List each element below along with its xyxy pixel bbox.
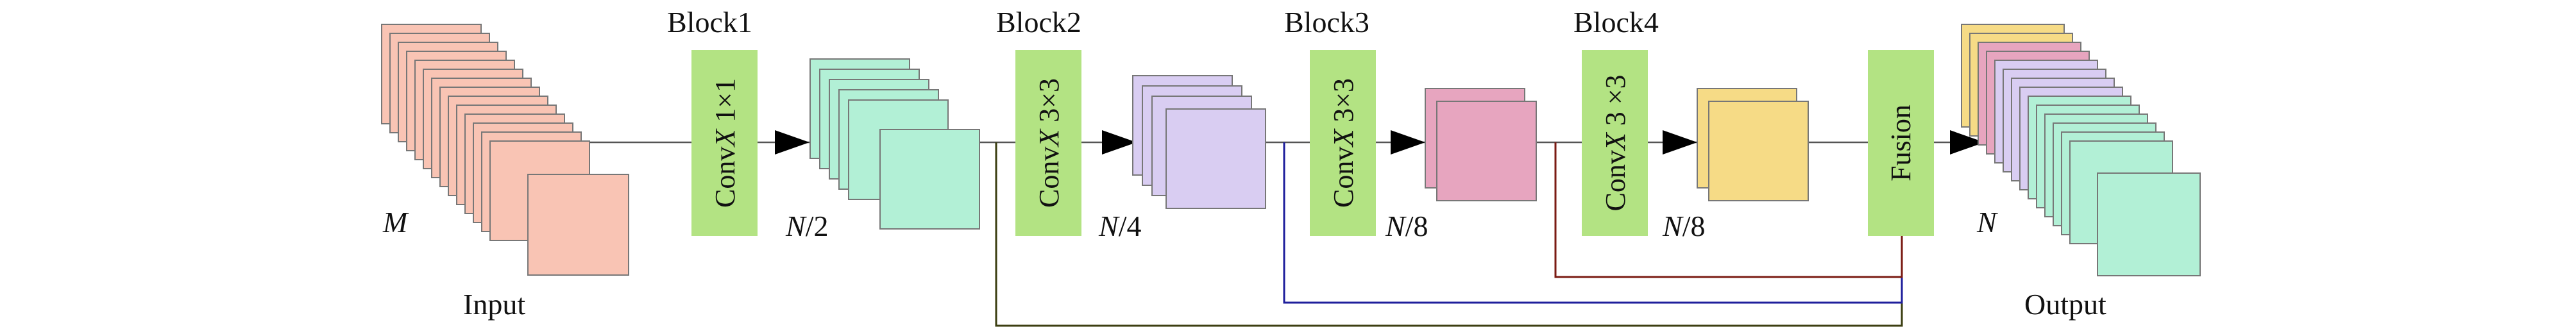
block1-output-size: N/2 [785,210,828,242]
block3-conv-kernel: 3×3 [1328,78,1359,130]
arrow-block4 [1663,130,1697,155]
input-label: Input [463,288,525,321]
block2-conv-prefix: Conv [1033,147,1065,208]
output-symbol: N [1976,206,1998,239]
fusion-label: Fusion [1885,105,1917,181]
block2-conv-label: ConvX 3×3 [1033,78,1065,208]
block3-conv-x: X [1328,128,1359,148]
block1-feature-stack [809,58,980,230]
block3-output-size: N/8 [1385,210,1428,242]
block4-output-size-ratio: /8 [1682,210,1706,242]
arrow-block2 [1102,130,1137,155]
block4-conv-prefix: Conv [1600,150,1631,211]
block4-conv-x: X [1600,131,1631,151]
block2-conv-box [1015,50,1081,236]
block2-feature-stack [1132,75,1266,209]
block4-title: Block4 [1573,6,1659,38]
flow-arrows [775,130,1985,155]
output-feature-stack [1961,24,2201,276]
block2-output-size-n: N [1098,210,1120,242]
output-label: Output [2024,288,2106,321]
block1-conv-label: ConvX 1×1 [709,78,741,208]
arrow-block1 [775,130,809,155]
block4-output-size-n: N [1662,210,1684,242]
block2-conv-x: X [1033,128,1065,148]
input-symbol: M [382,206,409,239]
skip-connections [995,142,1903,327]
block3-feature-stack [1425,88,1537,201]
block4-output-size: N/8 [1662,210,1705,242]
arrow-block3 [1391,130,1425,155]
block1-output-size-n: N [785,210,807,242]
fusion-box [1868,50,1934,236]
block4-conv-label: ConvX 3 ×3 [1600,74,1631,211]
block4-feature-stack [1697,88,1809,201]
block3-conv-prefix: Conv [1328,147,1359,208]
block3-output-size-ratio: /8 [1405,210,1428,242]
block2-conv-kernel: 3×3 [1033,78,1065,130]
block2-output-size: N/4 [1098,210,1141,242]
block1-conv-kernel: 1×1 [709,78,741,130]
block1-output-size-ratio: /2 [806,210,829,242]
block1-conv-box [691,50,758,236]
block1-conv-x: X [709,128,741,148]
block4-conv-box [1582,50,1648,236]
block3-conv-label: ConvX 3×3 [1328,78,1359,208]
block3-title: Block3 [1284,6,1369,38]
block1-conv-prefix: Conv [709,147,741,208]
input-feature-stack [381,24,629,276]
block3-output-size-n: N [1385,210,1407,242]
block1-title: Block1 [667,6,752,38]
block2-output-size-ratio: /4 [1119,210,1142,242]
block4-conv-kernel: 3 ×3 [1600,74,1631,133]
skip-line-block3 [1554,142,1903,278]
block2-title: Block2 [996,6,1081,38]
block3-conv-box [1310,50,1376,236]
arrow-fusion [1950,130,1985,155]
